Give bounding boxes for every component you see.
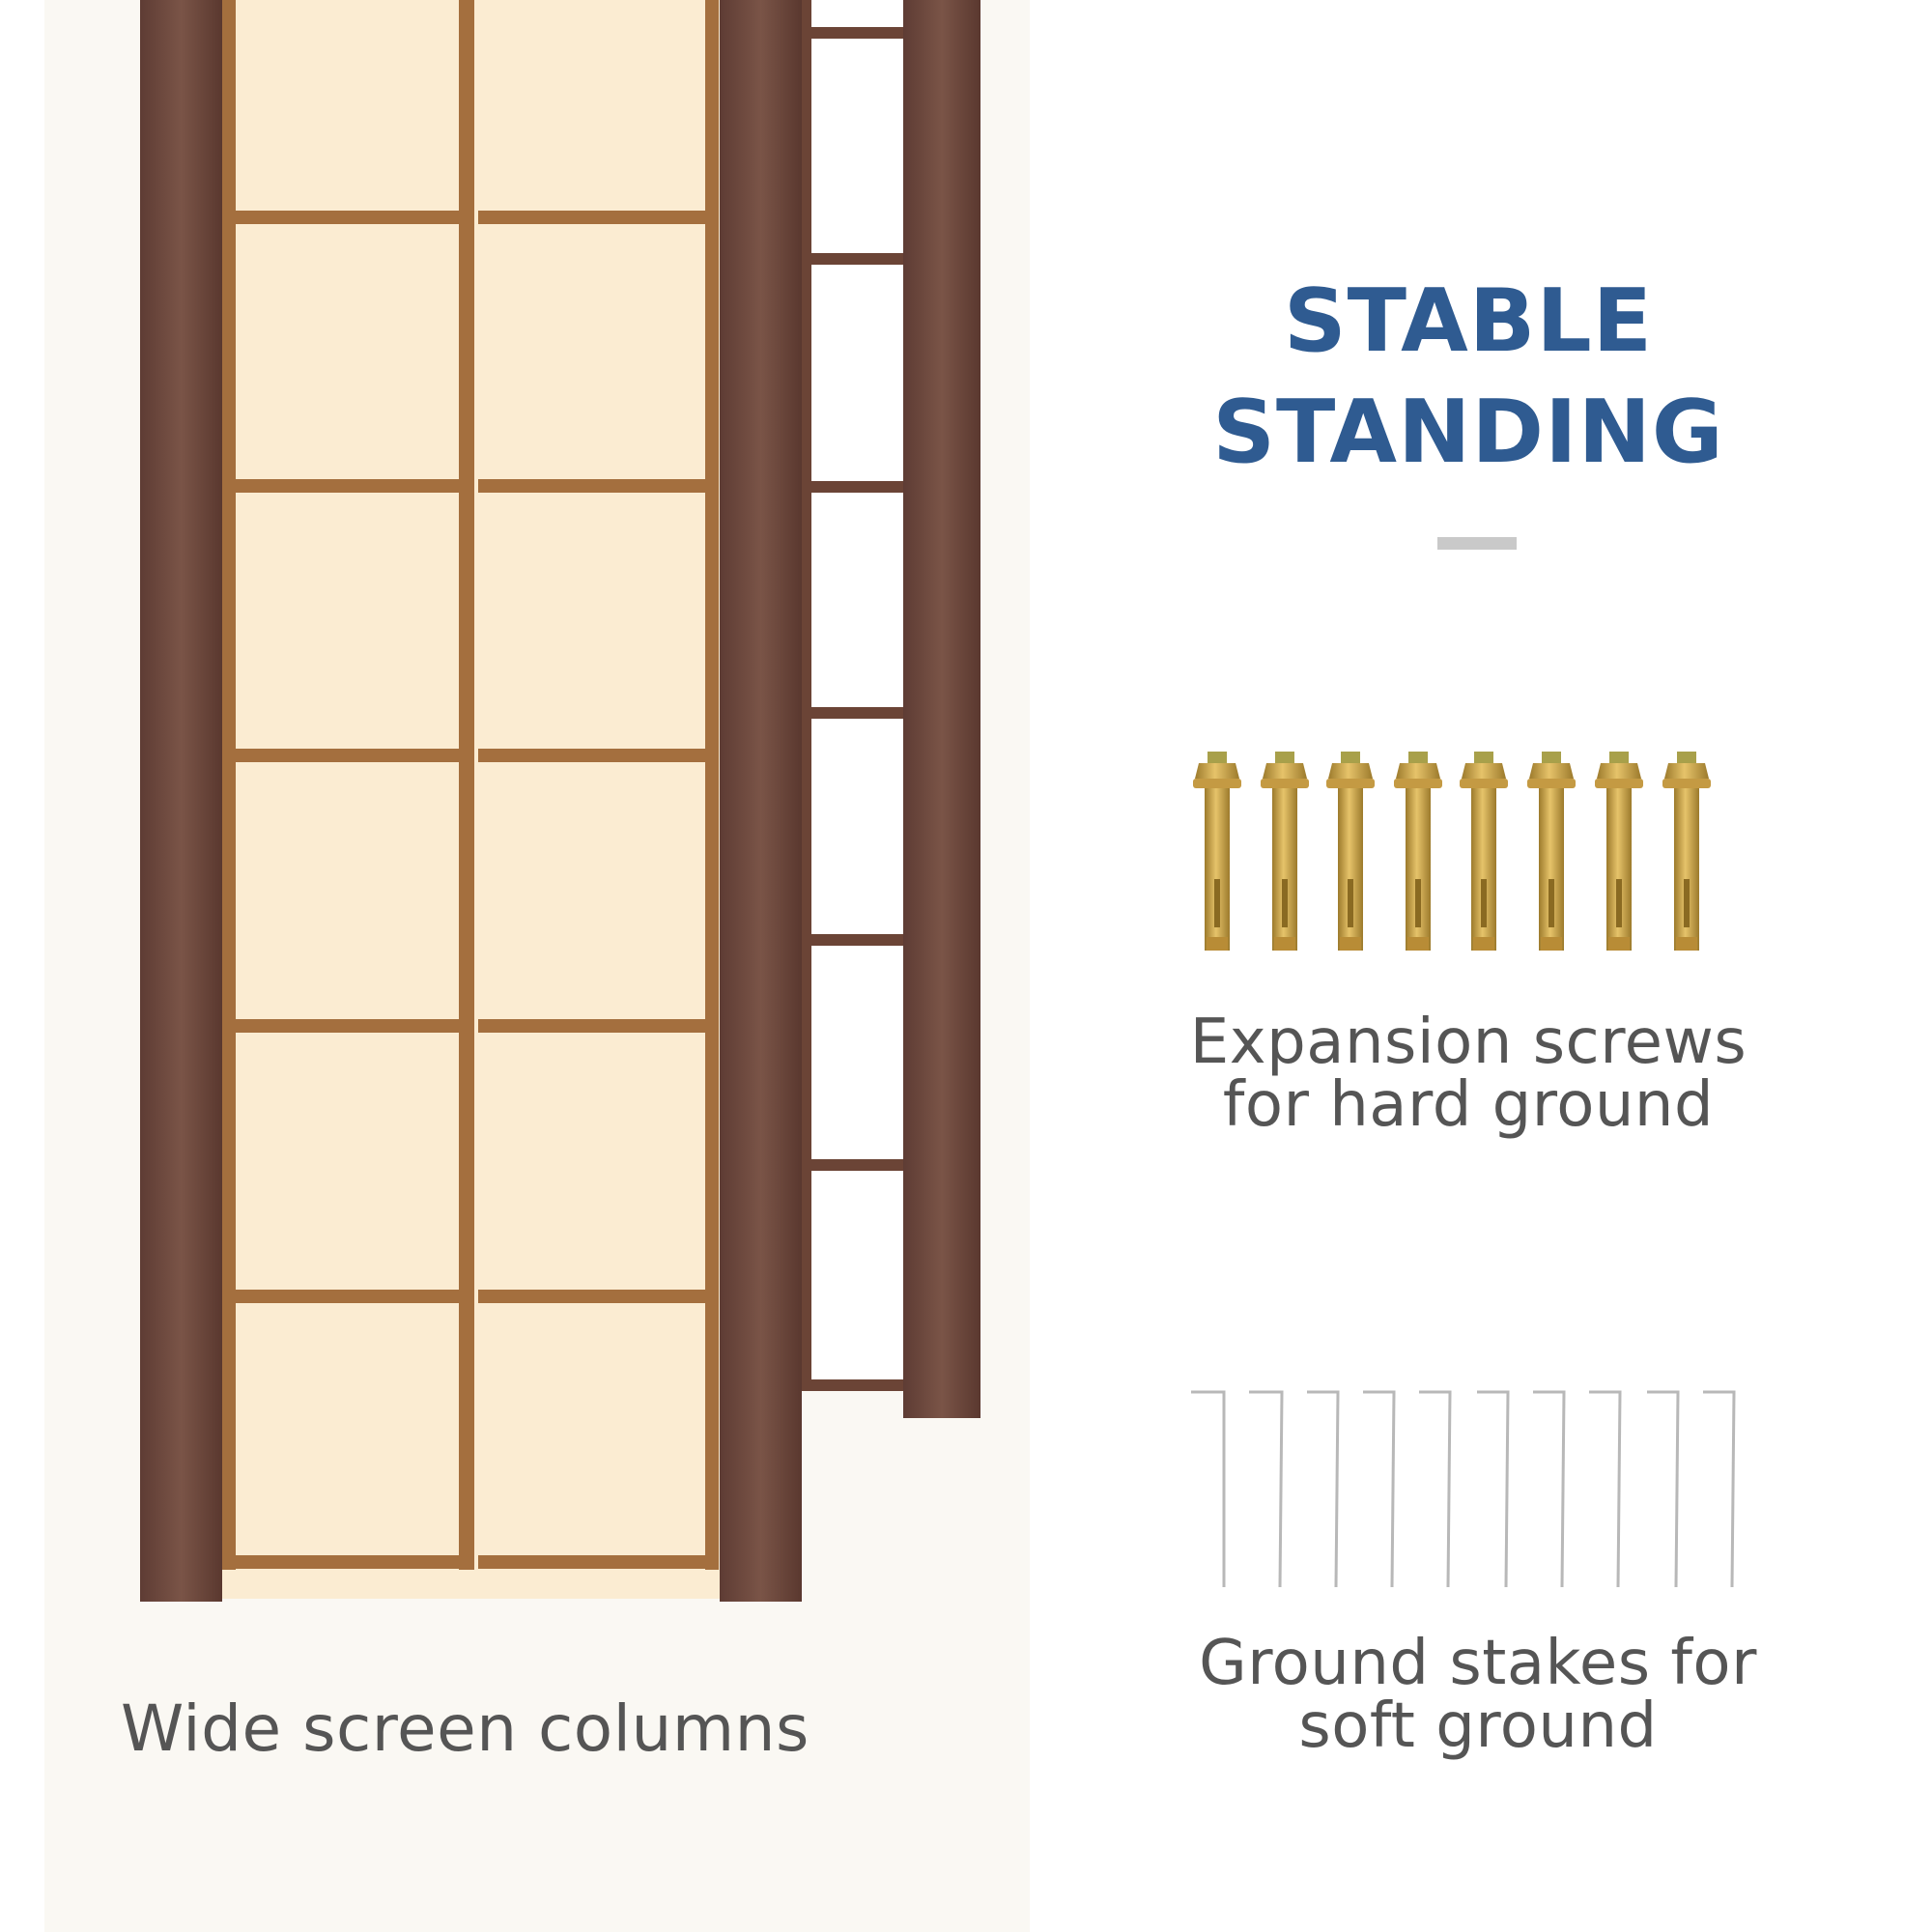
- headline: STABLE STANDING: [1188, 266, 1748, 488]
- ground-stakes-caption: Ground stakes for soft ground: [1188, 1628, 1768, 1763]
- divider: [1437, 537, 1517, 550]
- back-panel: [802, 0, 980, 1418]
- ground-stakes-icon: [1191, 1390, 1736, 1588]
- ground-stakes-caption-line-2: soft ground: [1298, 1690, 1658, 1763]
- expansion-screws-caption: Expansion screws for hard ground: [1188, 1007, 1748, 1142]
- expansion-screws-icon: [1193, 752, 1711, 951]
- ground-stakes-caption-line-1: Ground stakes for: [1199, 1628, 1757, 1699]
- expansion-screws-caption-line-2: for hard ground: [1222, 1069, 1715, 1142]
- headline-line-1: STABLE: [1283, 270, 1654, 372]
- wooden-lattice-screen-illustration: [140, 0, 980, 1602]
- front-panel: [140, 0, 802, 1602]
- headline-line-2: STANDING: [1212, 382, 1724, 484]
- columns-caption: Wide screen columns: [121, 1691, 810, 1766]
- expansion-screws-caption-line-1: Expansion screws: [1189, 1007, 1747, 1078]
